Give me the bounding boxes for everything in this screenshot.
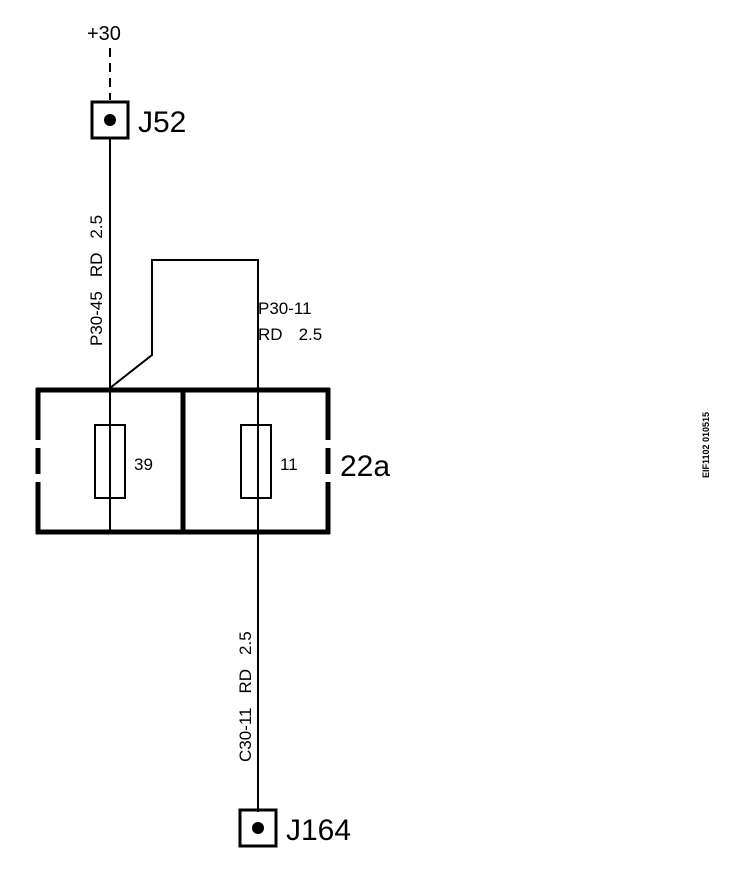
fuse-39-number: 39 (134, 455, 153, 474)
connector-j52: J52 (90, 100, 186, 140)
wire-c30-11-color: RD (236, 669, 255, 694)
fuse-11-number: 11 (280, 455, 298, 474)
wire-p30-45-label: P30-45 RD 2.5 (87, 215, 106, 346)
wire-p30-11-size: 2.5 (299, 325, 323, 344)
fuse-11-body (240, 424, 272, 499)
supply-label: +30 (87, 23, 121, 45)
connector-j164-frame (238, 808, 278, 848)
wire-p30-11-spec: RD 2.5 (258, 325, 322, 344)
wire-c30-11-label: C30-11 RD 2.5 (236, 631, 255, 762)
wire-p30-45-circuit: P30-45 (87, 291, 106, 346)
wire-p30-45-color: RD (87, 253, 106, 278)
connector-j164: J164 (238, 808, 351, 848)
wire-c30-11-size: 2.5 (236, 631, 255, 655)
connector-j164-pin (252, 822, 264, 834)
connector-j52-pin (104, 114, 116, 126)
jumper-wire-p30-11 (109, 259, 259, 389)
wire-p30-11-color: RD (258, 325, 283, 344)
figure-code: EIF1102 010515 (701, 412, 711, 478)
fuse-box-label: 22a (340, 450, 390, 483)
fuse-box-22a: 39 11 22a (35, 387, 390, 812)
wire-p30-11-circuit: P30-11 (258, 299, 312, 318)
wire-c30-11-circuit: C30-11 (236, 708, 255, 763)
connector-j164-label: J164 (286, 814, 351, 847)
connector-j52-label: J52 (138, 106, 186, 139)
wire-p30-45-size: 2.5 (87, 215, 106, 239)
